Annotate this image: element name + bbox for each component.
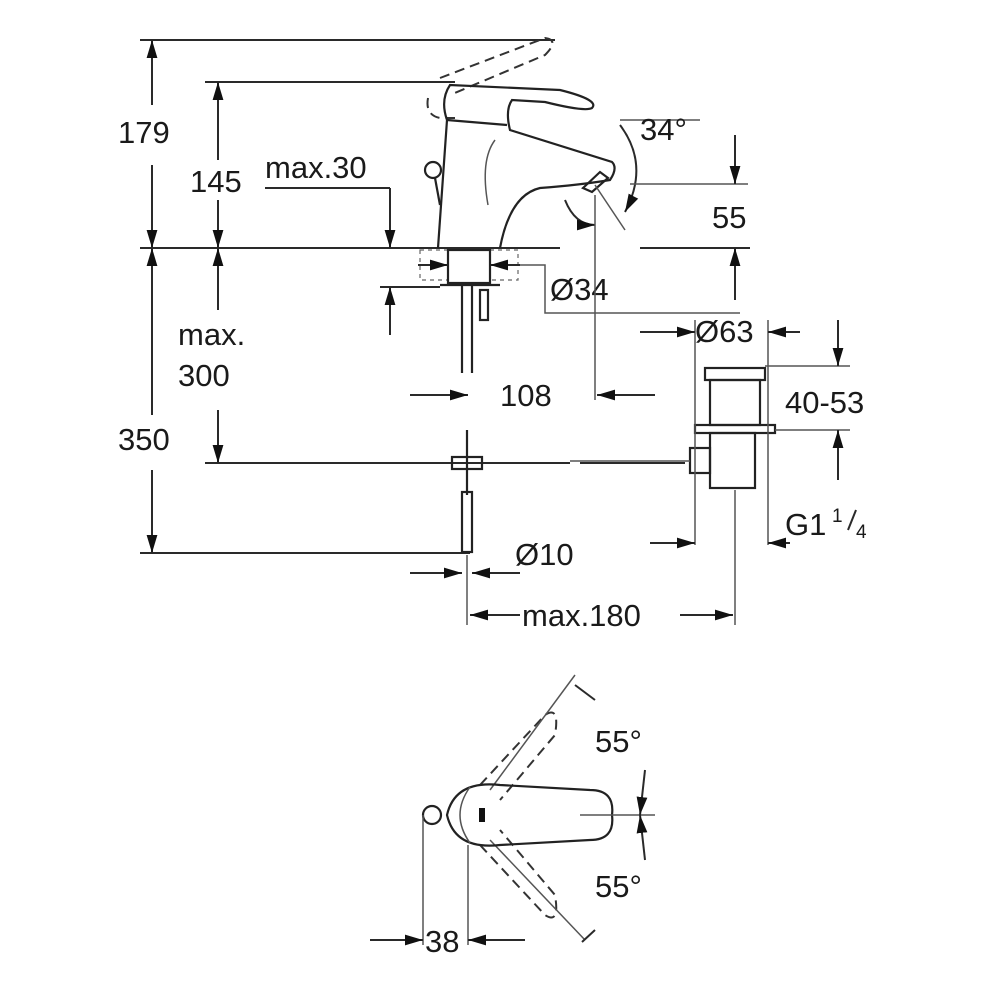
dimension-d34: Ø34	[520, 264, 740, 314]
dimension-179: 179	[118, 40, 170, 248]
dim-d10-label: Ø10	[515, 537, 574, 572]
dim-max300-line2: 300	[178, 358, 230, 393]
pop-up-waste	[570, 320, 777, 625]
dim-350-label: 350	[118, 422, 170, 457]
dim-40-53-label: 40-53	[785, 385, 864, 420]
dim-179-label: 179	[118, 115, 170, 150]
dim-108-label: 108	[500, 378, 552, 413]
dimension-d10: Ø10	[410, 537, 574, 579]
dimension-max180: max.180	[470, 598, 733, 633]
dim-thread-numerator: 1	[832, 506, 843, 527]
dim-thread-denominator: 4	[856, 522, 867, 543]
dimension-108: 108	[410, 195, 655, 413]
dim-34deg-label: 34°	[640, 112, 687, 147]
dimension-40-53: 40-53	[765, 320, 864, 480]
dim-max30-label: max.30	[265, 150, 367, 185]
dim-max300-line1: max.	[178, 317, 245, 352]
dim-max180-label: max.180	[522, 598, 641, 633]
dimension-max30: max.30	[265, 150, 440, 335]
lever-angle-up-label: 55°	[595, 724, 642, 759]
dimension-d63: Ø63	[640, 314, 800, 349]
dimension-34deg: 34°	[564, 112, 700, 231]
dimension-350: 350	[118, 248, 170, 553]
dimension-max300: max. 300	[178, 248, 245, 463]
dim-38-label: 38	[425, 924, 459, 959]
pull-rod	[450, 430, 484, 625]
dimension-38: 38	[370, 815, 525, 959]
faucet-side-view	[418, 36, 616, 373]
reference-lines	[140, 39, 750, 554]
dimension-145: 145	[190, 82, 242, 248]
dimension-thread: G1 1 4	[650, 506, 867, 549]
lever-angle-down-label: 55°	[595, 869, 642, 904]
dim-145-label: 145	[190, 164, 242, 199]
dim-thread-label: G1	[785, 507, 826, 542]
lever-top-view: 55° 55°	[421, 674, 655, 943]
dimension-55: 55	[630, 135, 748, 300]
dim-d63-label: Ø63	[695, 314, 754, 349]
dim-d34-label: Ø34	[550, 272, 609, 307]
dim-55-label: 55	[712, 200, 746, 235]
